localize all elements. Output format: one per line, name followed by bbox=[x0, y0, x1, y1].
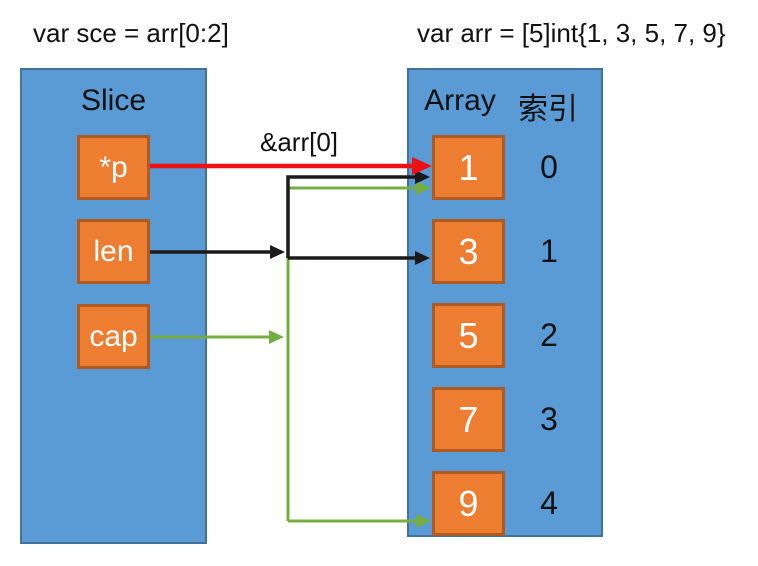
slice-field-pointer: *p bbox=[77, 135, 150, 200]
array-panel-title: Array bbox=[424, 84, 496, 117]
array-panel bbox=[407, 68, 603, 537]
len-arrow bbox=[150, 245, 285, 259]
array-cell-0: 1 bbox=[432, 135, 505, 200]
array-cell-2: 5 bbox=[432, 303, 505, 368]
pointer-arrow-label: &arr[0] bbox=[260, 127, 339, 157]
cap-range-bracket-arrows bbox=[286, 181, 431, 528]
slice-field-cap: cap bbox=[77, 304, 150, 369]
index-column-header: 索引 bbox=[518, 93, 578, 126]
array-index-3: 3 bbox=[540, 401, 558, 437]
cap-arrow bbox=[150, 330, 284, 344]
slice-panel-title: Slice bbox=[80, 84, 147, 117]
array-index-2: 2 bbox=[540, 317, 558, 353]
array-cell-4: 9 bbox=[432, 471, 505, 536]
slice-field-len: len bbox=[77, 219, 150, 284]
array-index-4: 4 bbox=[540, 485, 558, 521]
array-declaration-text: var arr = [5]int{1, 3, 5, 7, 9} bbox=[417, 18, 726, 48]
slice-declaration-text: var sce = arr[0:2] bbox=[33, 18, 229, 48]
array-index-1: 1 bbox=[540, 233, 558, 269]
array-cell-1: 3 bbox=[432, 219, 505, 284]
array-index-0: 0 bbox=[540, 149, 558, 185]
array-cell-3: 7 bbox=[432, 387, 505, 452]
len-range-bracket-arrows bbox=[286, 170, 430, 265]
pointer-arrow bbox=[150, 157, 432, 175]
